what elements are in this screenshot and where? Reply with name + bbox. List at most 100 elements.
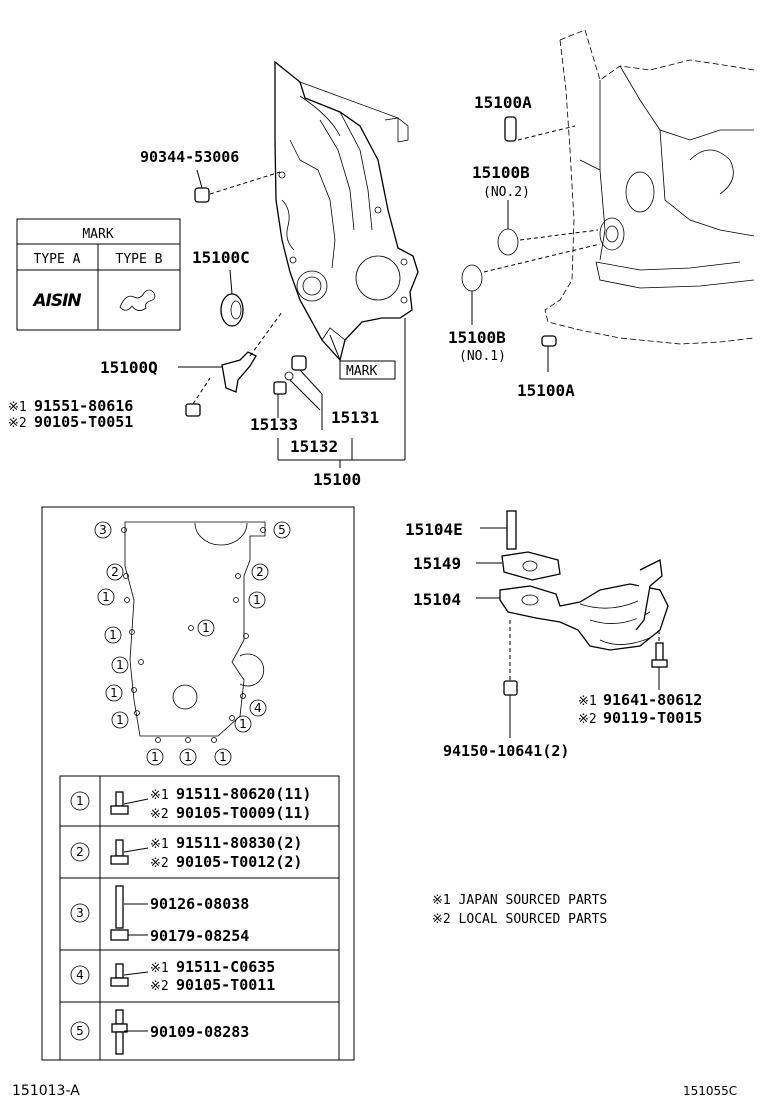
label-mark-callout: MARK bbox=[346, 364, 377, 379]
callout-1-j: 1 bbox=[184, 750, 192, 764]
callout-3-topleft: 3 bbox=[99, 523, 107, 537]
callout-2-left: 2 bbox=[111, 565, 119, 579]
bolt-row-1-part-2: 90105-T0009(11) bbox=[176, 804, 311, 822]
callout-1-d: 1 bbox=[202, 621, 210, 635]
label-15100b-no2: (NO.2) bbox=[483, 185, 530, 200]
bolt-row-3-part-2: 90179-08254 bbox=[150, 927, 249, 945]
timing-chain-cover-drawing bbox=[274, 60, 419, 362]
label-15132: 15132 bbox=[290, 437, 338, 456]
bolt-row-2-prefix-2: ※2 bbox=[150, 856, 169, 871]
callout-5-topright: 5 bbox=[278, 523, 286, 537]
dowel-pin-15100a-bottom bbox=[541, 335, 557, 347]
stud-15104e-shape bbox=[506, 510, 517, 550]
bolt-row-5-num: 5 bbox=[76, 1024, 84, 1038]
bolt-row-2-num: 2 bbox=[76, 845, 84, 859]
callout-2-right: 2 bbox=[256, 565, 264, 579]
bolt-row-1-icon bbox=[110, 791, 129, 815]
dowel-pin-15100a-top bbox=[504, 116, 517, 142]
label-15100b-no1: (NO.1) bbox=[459, 349, 506, 364]
label-90119-t0015: 90119-T0015 bbox=[603, 709, 702, 727]
strainer-15104-shape bbox=[499, 583, 669, 651]
valve-15131-shape bbox=[291, 355, 307, 371]
bolt-spec-table: 1 2 3 4 5 bbox=[59, 775, 340, 1061]
bolt-row-4-part-2: 90105-T0011 bbox=[176, 976, 275, 994]
note-japan-sourced: ※1 JAPAN SOURCED PARTS bbox=[432, 893, 607, 908]
prefix-90119: ※2 bbox=[578, 712, 597, 727]
label-15104: 15104 bbox=[413, 590, 461, 609]
callout-1-e: 1 bbox=[116, 658, 124, 672]
engine-block-drawing bbox=[544, 29, 755, 345]
callout-1-h: 1 bbox=[239, 717, 247, 731]
label-15100q: 15100Q bbox=[100, 358, 158, 377]
bolt-row-1-prefix-1: ※1 bbox=[150, 788, 169, 803]
bolt-row-2-part-1: 91511-80830(2) bbox=[176, 834, 302, 852]
note-local-sourced: ※2 LOCAL SOURCED PARTS bbox=[432, 912, 607, 927]
o-ring-15100b-no1 bbox=[461, 264, 483, 292]
mark-table: MARK TYPE A TYPE B AISIN bbox=[16, 218, 181, 331]
label-15100a-bottom: 15100A bbox=[517, 381, 575, 400]
diagram-code-right: 151055C bbox=[683, 1084, 737, 1098]
callout-1-b: 1 bbox=[253, 593, 261, 607]
bolt-row-3-num: 3 bbox=[76, 906, 84, 920]
mark-table-type-a: TYPE A bbox=[34, 252, 81, 267]
label-90105-t0051: 90105-T0051 bbox=[34, 413, 133, 431]
bolt-91641-shape bbox=[655, 642, 664, 662]
bolt-row-4-part-1: 91511-C0635 bbox=[176, 958, 275, 976]
bolt-row-2-prefix-1: ※1 bbox=[150, 837, 169, 852]
bolt-row-4-prefix-1: ※1 bbox=[150, 961, 169, 976]
plug-90344-shape bbox=[194, 187, 210, 203]
plug-15133-shape bbox=[273, 381, 287, 395]
bolt-row-4-num: 4 bbox=[76, 968, 84, 982]
bolt-pattern-cover-outline bbox=[124, 521, 266, 737]
bolt-location-box: 3 5 2 2 1 1 1 1 1 1 1 4 1 1 1 1 bbox=[41, 506, 355, 1061]
bolt-row-5-stud-icon bbox=[111, 1009, 128, 1055]
label-90344-53006: 90344-53006 bbox=[140, 148, 239, 166]
label-15100b-top: 15100B bbox=[472, 163, 530, 182]
callout-1-f: 1 bbox=[110, 686, 118, 700]
label-91551-80616: 91551-80616 bbox=[34, 397, 133, 415]
prefix-91551: ※1 bbox=[8, 400, 27, 415]
label-15100c: 15100C bbox=[192, 248, 250, 267]
aisin-logo-mark: AISIN bbox=[31, 291, 81, 311]
top-small-parts bbox=[178, 116, 601, 468]
bolt-row-4-prefix-2: ※2 bbox=[150, 979, 169, 994]
label-94150-10641: 94150-10641(2) bbox=[443, 742, 569, 760]
label-15133: 15133 bbox=[250, 415, 298, 434]
gasket-15149-shape bbox=[501, 551, 561, 581]
label-15131: 15131 bbox=[331, 408, 379, 427]
mark-table-type-b: TYPE B bbox=[116, 252, 163, 267]
bolt-row-5-part-1: 90109-08283 bbox=[150, 1023, 249, 1041]
label-91641-80612: 91641-80612 bbox=[603, 691, 702, 709]
callout-1-a: 1 bbox=[102, 590, 110, 604]
pipe-15100q-shape bbox=[221, 351, 257, 393]
label-15100: 15100 bbox=[313, 470, 361, 489]
nut-94150-shape bbox=[503, 680, 518, 696]
prefix-91641: ※1 bbox=[578, 694, 597, 709]
bolt-row-1-part-1: 91511-80620(11) bbox=[176, 785, 311, 803]
bolt-row-3-part-1: 90126-08038 bbox=[150, 895, 249, 913]
bolt-row-2-part-2: 90105-T0012(2) bbox=[176, 853, 302, 871]
label-15100b-bottom: 15100B bbox=[448, 328, 506, 347]
callout-1-g: 1 bbox=[116, 713, 124, 727]
mark-callout-box bbox=[339, 360, 396, 380]
callout-1-k: 1 bbox=[219, 750, 227, 764]
prefix-90105-t0051: ※2 bbox=[8, 416, 27, 431]
bolt-91551-shape bbox=[185, 403, 201, 417]
label-15100a-top: 15100A bbox=[474, 93, 532, 112]
oil-seal-15100c bbox=[220, 293, 244, 327]
bolt-row-1-num: 1 bbox=[76, 794, 84, 808]
mark-table-title: MARK bbox=[82, 227, 113, 242]
callout-1-i: 1 bbox=[151, 750, 159, 764]
type-b-mark-symbol bbox=[119, 289, 156, 311]
bolt-row-2-icon bbox=[110, 839, 129, 865]
callout-4: 4 bbox=[254, 701, 262, 715]
label-15104e: 15104E bbox=[405, 520, 463, 539]
oil-strainer-drawing bbox=[476, 510, 669, 738]
label-15149: 15149 bbox=[413, 554, 461, 573]
callout-1-c: 1 bbox=[109, 628, 117, 642]
bolt-row-3-stud-icon bbox=[110, 885, 129, 941]
diagram-code-left: 151013-A bbox=[12, 1083, 80, 1099]
o-ring-15100b-no2 bbox=[497, 228, 519, 256]
bolt-row-1-prefix-2: ※2 bbox=[150, 807, 169, 822]
